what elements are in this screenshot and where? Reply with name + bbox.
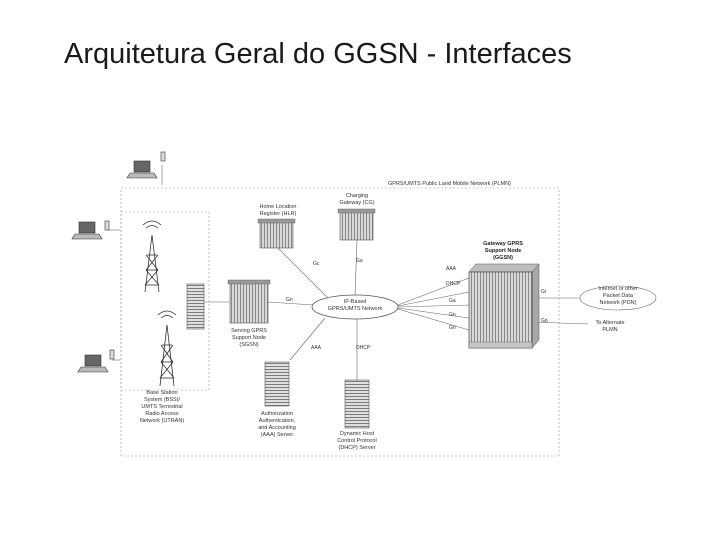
bss-boundary <box>120 211 210 391</box>
cg-label: Charging Gateway (CG) <box>339 193 375 206</box>
iface-ggsn-dhcp: DHCP <box>446 281 461 287</box>
iface-gn-sgsn: Gn <box>286 297 293 303</box>
iface-ga: Ga <box>356 258 363 264</box>
bss-label: Base Station System (BSS)/ UMTS Terrestr… <box>139 390 185 424</box>
laptop-bottom <box>77 349 115 373</box>
slide-title: Arquitetura Geral do GGSN - Interfaces <box>64 38 572 70</box>
aaa-server <box>264 361 290 407</box>
ggsn-label: Gateway GPRS Support Node (GGSN) <box>483 241 523 261</box>
bsc-cabinet <box>186 283 205 330</box>
links <box>108 165 589 380</box>
cell-tower-lower <box>157 310 177 387</box>
ip-network-cloud <box>311 294 399 320</box>
iface-ggsn-ga: Ga <box>449 298 456 304</box>
iface-gi: Gi <box>541 289 546 295</box>
aaa-label: Authorization Authentication, and Accoun… <box>258 411 296 438</box>
cell-tower-upper <box>142 220 162 293</box>
iface-gc: Gc <box>313 261 320 267</box>
iface-ggsn-gn: Gn <box>449 312 456 318</box>
sgsn-server <box>227 279 271 324</box>
dhcp-server <box>344 379 370 429</box>
sgsn-label: Serving GPRS Support Node (SGSN) <box>231 328 267 348</box>
ggsn-chassis <box>468 263 540 349</box>
pdn-cloud <box>579 285 657 311</box>
ip-network-label: IP-Based GPRS/UMTS Network <box>327 299 383 312</box>
laptop-top <box>126 151 166 179</box>
pdn-label: Internet or other Packet Data Network (P… <box>598 286 638 306</box>
cg-server <box>337 208 376 241</box>
hlr-label: Home Location Register (HLR) <box>259 204 297 217</box>
plmn-label: GPRS/UMTS Public Land Mobile Network (PL… <box>388 181 511 187</box>
laptop-middle <box>71 220 110 240</box>
alt-plmn-label: To Alternate PLMN <box>595 320 625 333</box>
iface-gp: Gp <box>541 318 548 324</box>
iface-dhcp: DHCP <box>356 345 371 351</box>
iface-aaa: AAA <box>311 345 322 351</box>
hlr-server <box>257 218 296 249</box>
dhcp-label: Dynamic Host Control Protocol (DHCP) Ser… <box>337 431 377 451</box>
iface-ggsn-gn2: Gn <box>449 325 456 331</box>
iface-ggsn-aaa: AAA <box>446 266 457 272</box>
